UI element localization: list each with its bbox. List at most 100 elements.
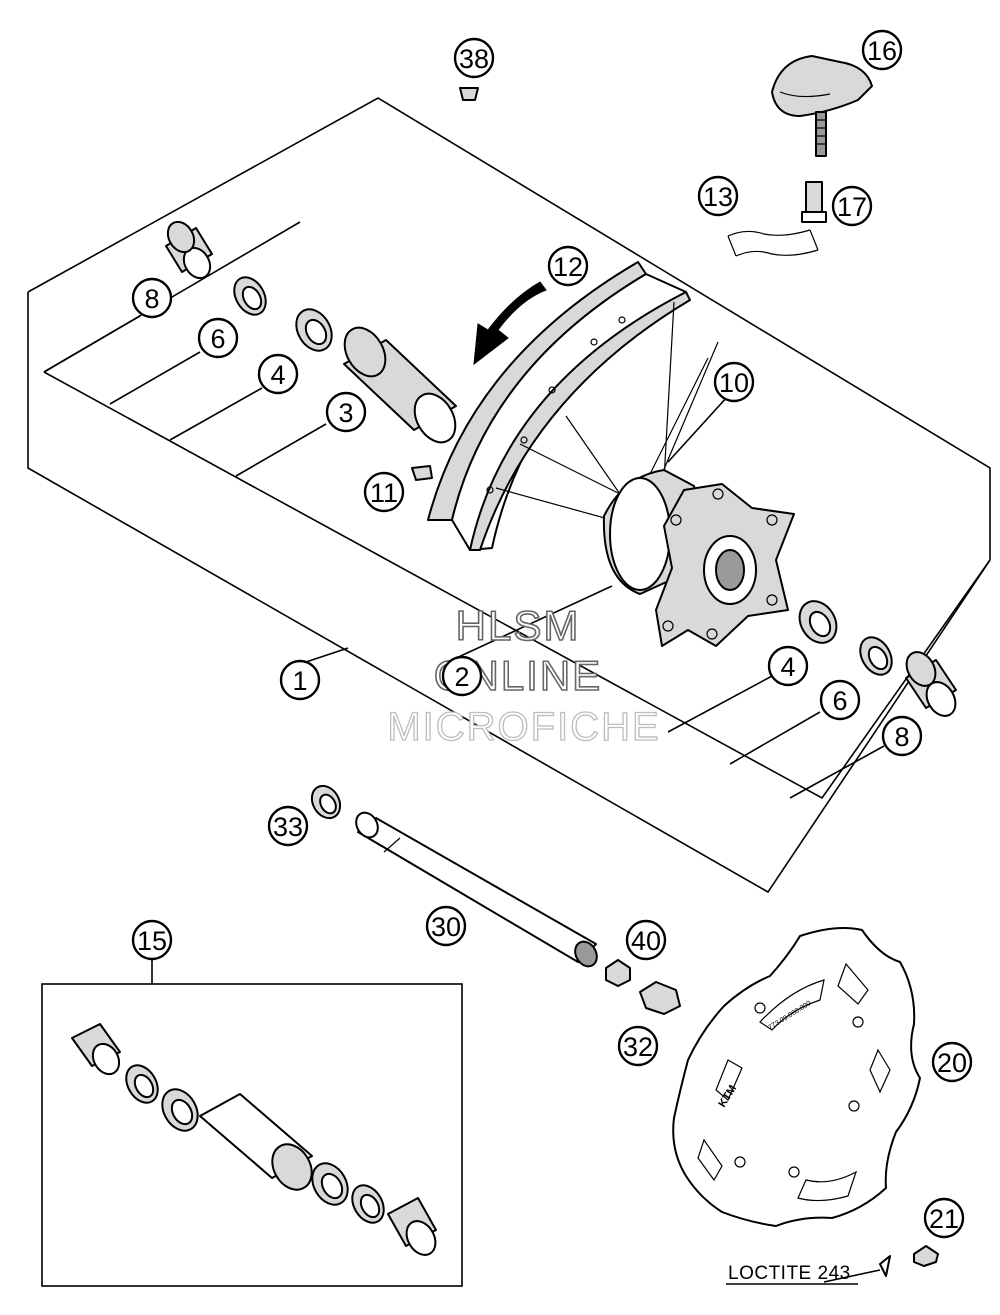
callout-c21: 21 (923, 1197, 965, 1239)
callout-number: 4 (780, 652, 795, 682)
callout-c38: 38 (453, 37, 495, 79)
callout-number: 20 (937, 1048, 967, 1078)
callout-circle (279, 659, 321, 701)
callout-circle (881, 715, 923, 757)
callout-circle (363, 471, 405, 513)
nut-part-40 (605, 959, 631, 987)
seal-part-6-right (859, 636, 893, 676)
callout-circle (617, 1025, 659, 1067)
callout-circle (923, 1197, 965, 1239)
callout-number: 15 (137, 926, 167, 956)
callout-number: 40 (631, 926, 661, 956)
callout-number: 6 (210, 324, 225, 354)
callout-number: 17 (837, 192, 867, 222)
callout-c13: 13 (697, 175, 739, 217)
hub (602, 469, 795, 647)
callout-circle (131, 277, 173, 319)
callout-c8a: 8 (131, 277, 173, 319)
callout-circle (453, 37, 495, 79)
callout-c6a: 6 (197, 317, 239, 359)
callout-number: 8 (894, 722, 909, 752)
callout-number: 4 (270, 360, 285, 390)
callout-c6b: 6 (819, 679, 861, 721)
callout-c3: 3 (325, 391, 367, 433)
callout-c4a: 4 (257, 353, 299, 395)
callout-c8b: 8 (881, 715, 923, 757)
callout-circle (819, 679, 861, 721)
callout-number: 10 (719, 368, 749, 398)
callout-c33: 33 (267, 805, 309, 847)
wheel-rim-part-2 (427, 261, 691, 551)
spacer-part-8-left (165, 220, 213, 280)
callout-circle (697, 175, 739, 217)
callout-circle (441, 655, 483, 697)
callout-number: 12 (553, 252, 583, 282)
callout-circle (547, 245, 589, 287)
callout-c11: 11 (363, 471, 405, 513)
callout-circle (267, 805, 309, 847)
axle-part-30 (355, 811, 598, 968)
callout-number: 8 (144, 284, 159, 314)
callout-circle (325, 391, 367, 433)
bearing-part-4-right (798, 600, 838, 644)
callout-c20: 20 (931, 1041, 973, 1083)
callout-circle (625, 919, 667, 961)
distance-sleeve-part-3 (343, 326, 457, 444)
callout-c15: 15 (131, 919, 173, 961)
callout-circle (767, 645, 809, 687)
callout-circle (831, 185, 873, 227)
callout-circle (861, 29, 903, 71)
axle-bolt-part-32 (639, 981, 681, 1015)
bearing-part-4-left (295, 308, 333, 352)
callout-number: 38 (459, 44, 489, 74)
callout-c40: 40 (625, 919, 667, 961)
loctite-note: LOCTITE 243 (726, 1263, 858, 1285)
callout-number: 21 (929, 1204, 959, 1234)
watermark-line-1: HLSM (456, 602, 581, 649)
callout-c12: 12 (547, 245, 589, 287)
callout-circle (713, 361, 755, 403)
kit-parts (71, 1023, 437, 1256)
callout-number: 30 (431, 912, 461, 942)
bearing-kit-box (41, 983, 463, 1287)
callout-circle (931, 1041, 973, 1083)
loctite-note-text: LOCTITE 243 (728, 1263, 851, 1284)
spacer-part-8-right (905, 651, 957, 717)
wheel-tool-part-16 (771, 55, 873, 157)
seal-part-6-left (233, 276, 267, 316)
valve-part-17 (801, 181, 827, 223)
callout-number: 1 (292, 666, 307, 696)
callout-c30: 30 (425, 905, 467, 947)
callout-c4b: 4 (767, 645, 809, 687)
brake-disc-part-20: 773.09.060.000 KTM (672, 927, 921, 1227)
callout-number: 6 (832, 686, 847, 716)
callout-number: 13 (703, 182, 733, 212)
callout-number: 16 (867, 36, 897, 66)
rim-tape-part-13 (727, 229, 819, 257)
disc-screw-part-21 (879, 1245, 939, 1277)
callout-circle (131, 919, 173, 961)
callout-number: 33 (273, 812, 303, 842)
watermark-line-3: MICROFICHE (387, 705, 660, 749)
callout-c10: 10 (713, 361, 755, 403)
callout-c16: 16 (861, 29, 903, 71)
callout-number: 3 (338, 398, 353, 428)
watermark: HLSM ONLINE MICROFICHE (387, 601, 660, 749)
plug-part-38 (459, 87, 479, 101)
callout-c1: 1 (279, 659, 321, 701)
callout-number: 11 (370, 478, 398, 508)
callout-circle (197, 317, 239, 359)
callout-circle (425, 905, 467, 947)
spacer-part-33 (310, 784, 342, 820)
callout-c2: 2 (441, 655, 483, 697)
callout-number: 2 (454, 662, 469, 692)
spoke-nipple-part-11 (411, 465, 433, 481)
rotation-arrow-icon (473, 281, 547, 366)
callout-c17: 17 (831, 185, 873, 227)
leader-lines (43, 315, 885, 1283)
callout-circle (257, 353, 299, 395)
callout-c32: 32 (617, 1025, 659, 1067)
callout-number: 32 (623, 1032, 653, 1062)
